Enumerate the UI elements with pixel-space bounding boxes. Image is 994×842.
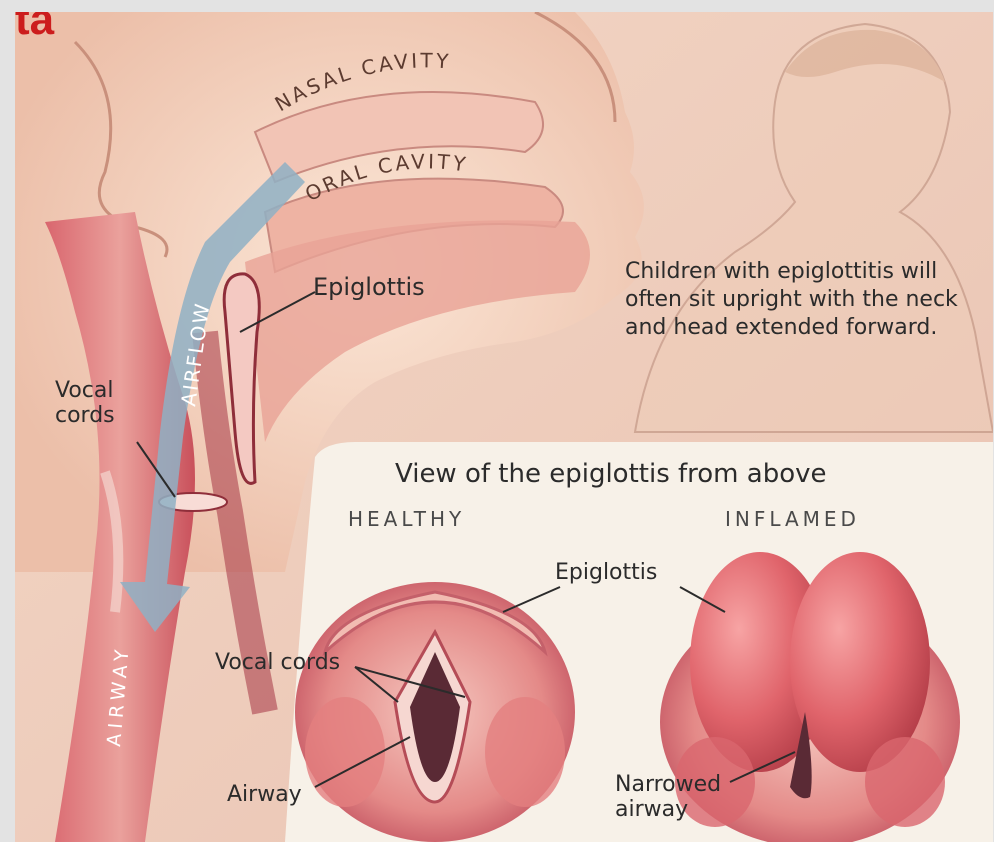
vocal-cords-line-1: Vocal xyxy=(55,378,115,403)
narrowed-airway-line-2: airway xyxy=(615,797,721,822)
vocal-cords-side-label: Vocal cords xyxy=(55,378,115,429)
illustration-frame: NASAL CAVITY ORAL CAVITY AIRFLOW AIRWAY … xyxy=(15,12,993,842)
narrowed-airway-line-1: Narrowed xyxy=(615,772,721,797)
top-view-title: View of the epiglottis from above xyxy=(395,460,827,490)
epiglottis-top-label: Epiglottis xyxy=(555,560,657,585)
airway-top-label: Airway xyxy=(227,782,302,807)
narrowed-airway-label: Narrowed airway xyxy=(615,772,721,823)
vocal-cords-line-2: cords xyxy=(55,403,115,428)
healthy-label: HEALTHY xyxy=(348,508,465,531)
child-note: Children with epiglottitis will often si… xyxy=(625,258,958,342)
child-note-line-2: often sit upright with the neck xyxy=(625,286,958,314)
healthy-epiglottis-view xyxy=(295,582,575,842)
vocal-cords-top-label: Vocal cords xyxy=(215,650,340,675)
anatomy-illustration: NASAL CAVITY ORAL CAVITY AIRFLOW AIRWAY xyxy=(15,12,993,842)
child-note-line-3: and head extended forward. xyxy=(625,314,958,342)
corner-text-fragment: ta xyxy=(15,12,54,42)
epiglottis-side-label: Epiglottis xyxy=(313,274,425,302)
inflamed-label: INFLAMED xyxy=(725,508,860,531)
child-note-line-1: Children with epiglottitis will xyxy=(625,258,958,286)
